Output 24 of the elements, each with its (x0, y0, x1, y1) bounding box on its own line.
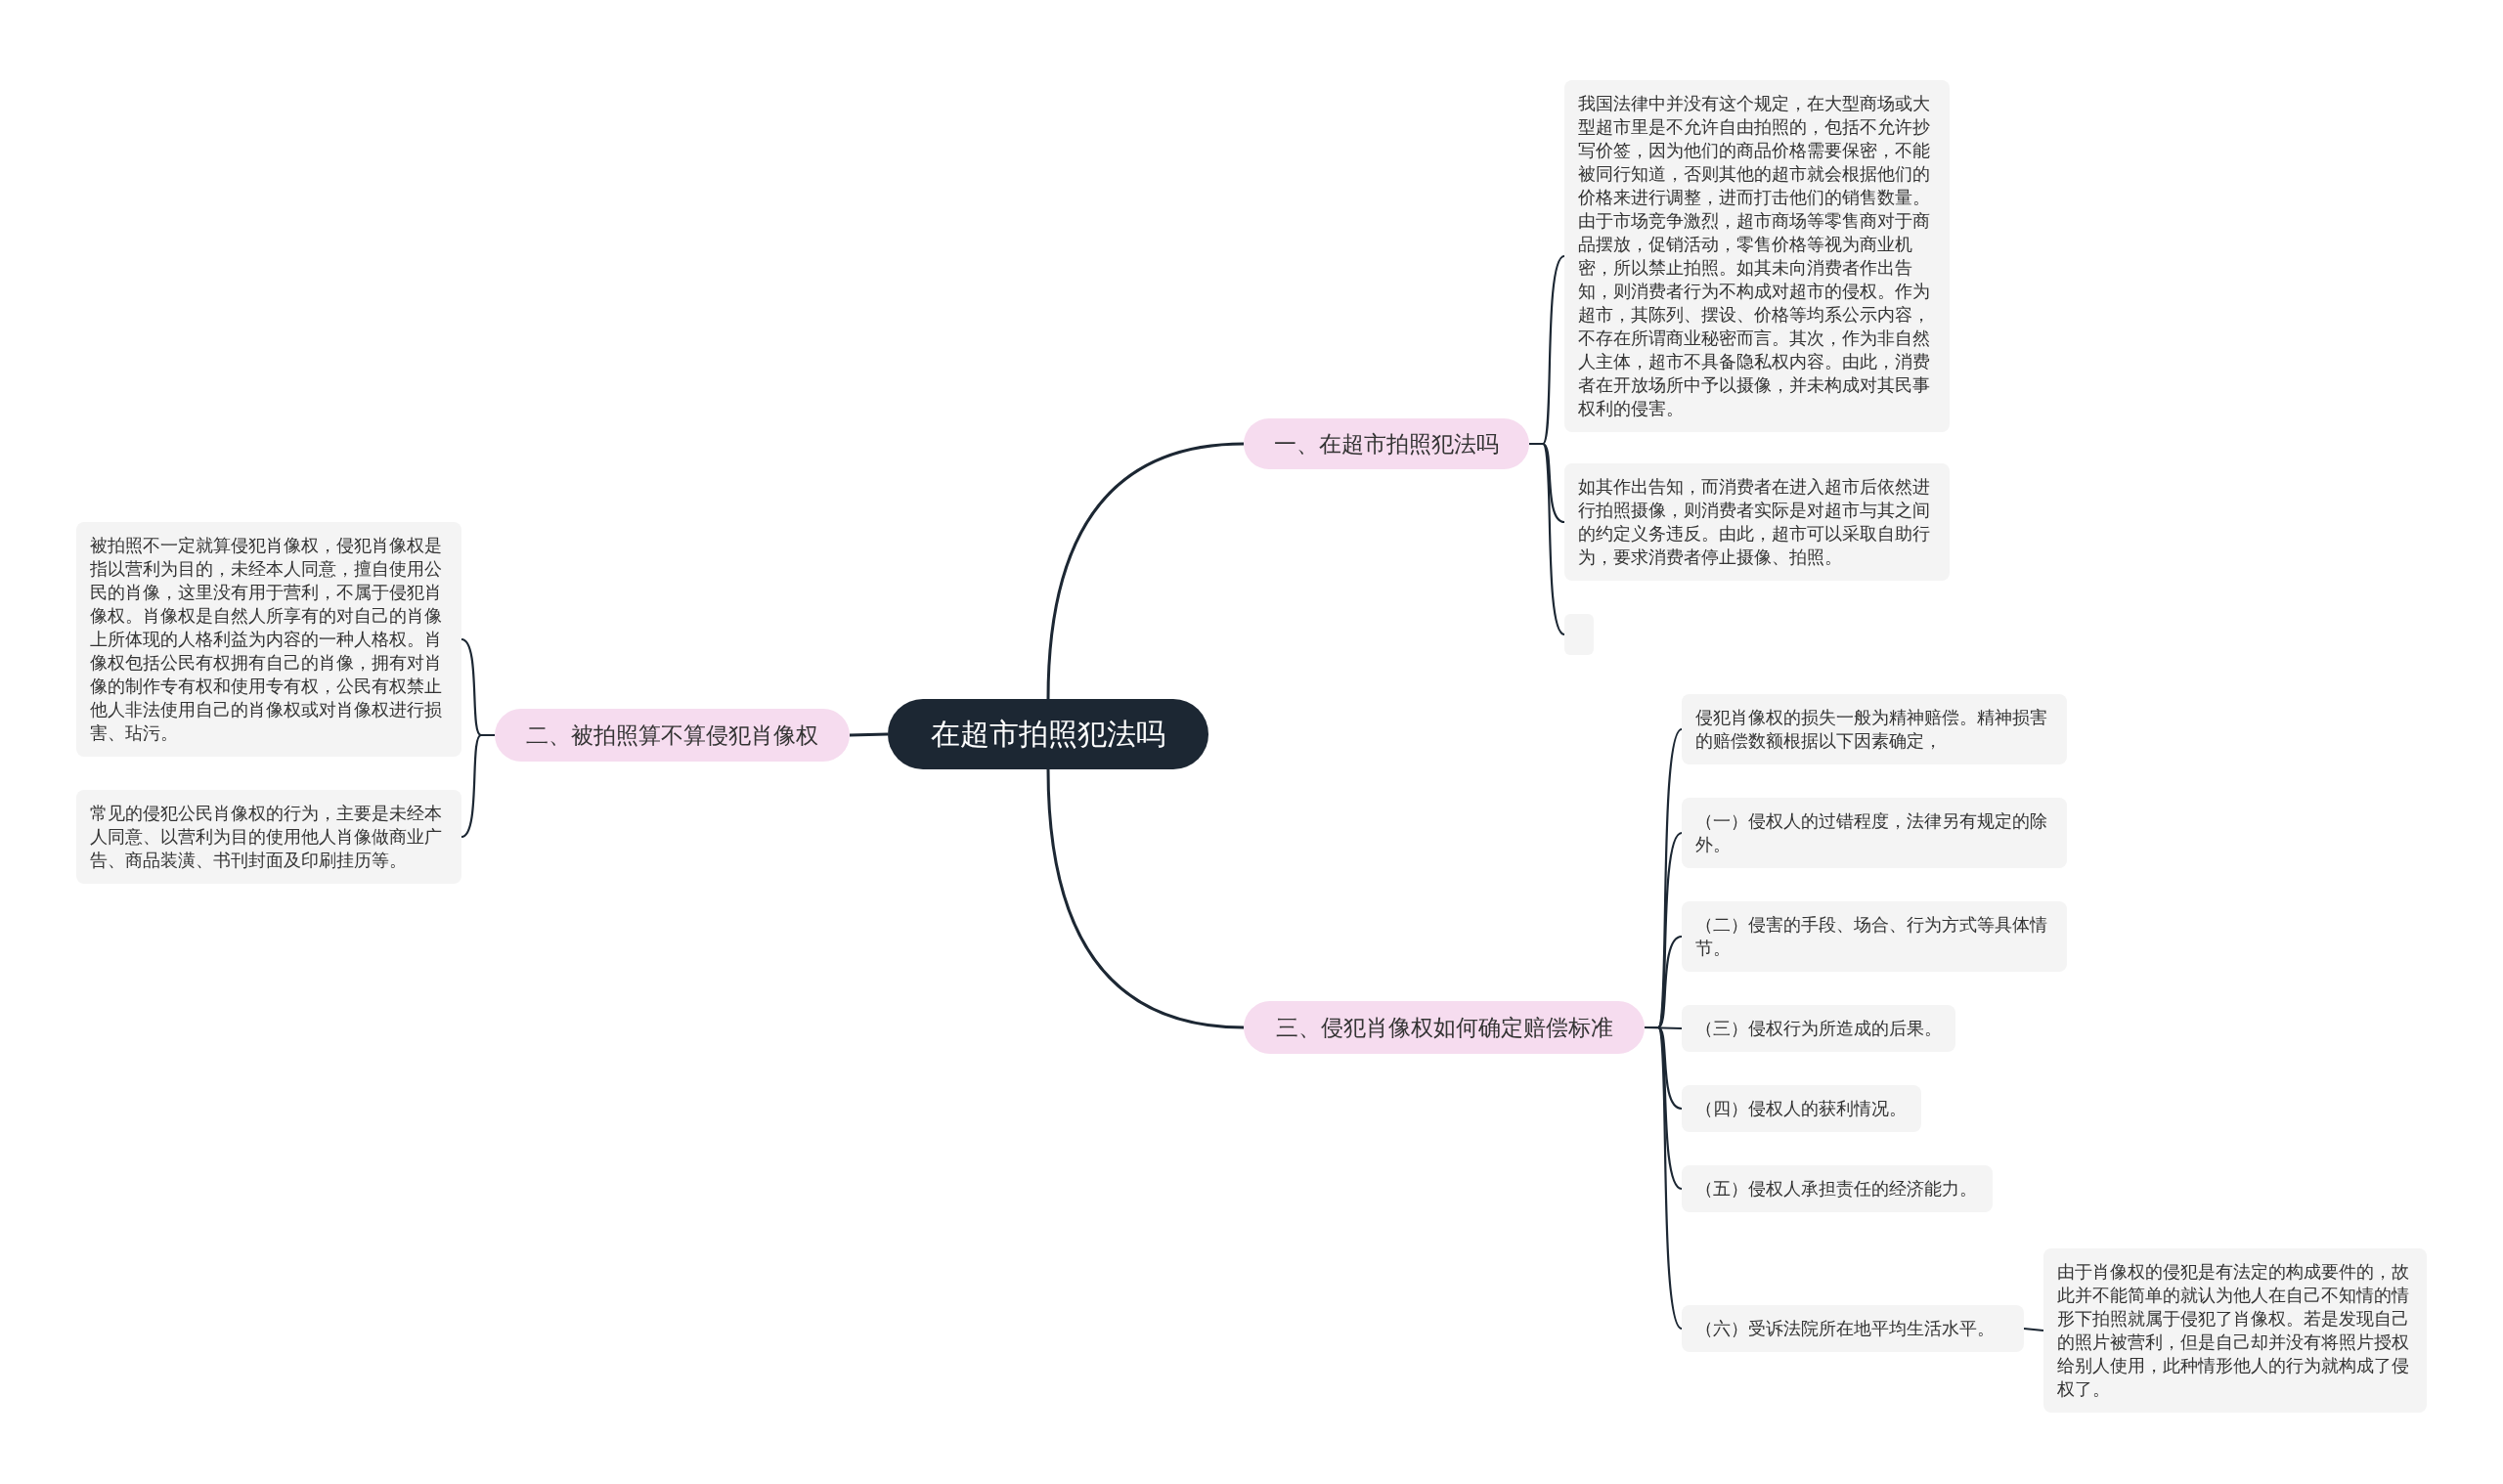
connector-line (1046, 768, 1245, 1029)
text-card: 由于肖像权的侵犯是有法定的构成要件的，故此并不能简单的就认为他人在自己不知情的情形下拍照就属于侵犯了肖像权。若是发现自己的照片被营利，但是自己却并没有将照片授权给别人使用，此种情形他人的行为就构成了侵权了。 (2043, 1248, 2427, 1413)
connector-line (1645, 1026, 1683, 1330)
connector-line (849, 732, 889, 737)
text-card: 侵犯肖像权的损失一般为精神赔偿。精神损害的赔偿数额根据以下因素确定， (1682, 694, 2067, 764)
branch-topic: 一、在超市拍照犯法吗 (1244, 418, 1529, 469)
connector-line (2023, 1327, 2044, 1332)
text-card: （三）侵权行为所造成的后果。 (1682, 1005, 1955, 1052)
branch-topic: 三、侵犯肖像权如何确定赔偿标准 (1244, 1001, 1645, 1054)
text-card: （一）侵权人的过错程度，法律另有规定的除外。 (1682, 798, 2067, 868)
text-card: 被拍照不一定就算侵犯肖像权，侵犯肖像权是指以营利为目的，未经本人同意，擅自使用公民的肖像，这里没有用于营利，不属于侵犯肖像权。肖像权是自然人所享有的对自己的肖像上所体现的人格利益为内容的一种人格权。肖像权包括公民有权拥有自己的肖像，拥有对肖像的制作专有权和使用专有权，公民有权禁止他人非法使用自己的肖像权或对肖像权进行损害、玷污。 (76, 522, 461, 757)
text-card: （四）侵权人的获利情况。 (1682, 1085, 1921, 1132)
connector-line (1046, 442, 1245, 700)
empty-card (1564, 614, 1594, 655)
text-card: （五）侵权人承担责任的经济能力。 (1682, 1165, 1993, 1212)
text-card: （二）侵害的手段、场合、行为方式等具体情节。 (1682, 901, 2067, 972)
connector-line (1529, 442, 1565, 635)
text-card: （六）受诉法院所在地平均生活水平。 (1682, 1305, 2024, 1352)
text-card: 如其作出告知，而消费者在进入超市后依然进行拍照摄像，则消费者实际是对超市与其之间的约定义务违反。由此，超市可以采取自助行为，要求消费者停止摄像、拍照。 (1564, 463, 1950, 581)
connector-line (461, 733, 495, 838)
branch-topic: 二、被拍照算不算侵犯肖像权 (495, 709, 850, 762)
central-topic: 在超市拍照犯法吗 (888, 699, 1208, 769)
text-card: 常见的侵犯公民肖像权的行为，主要是未经本人同意、以营利为目的使用他人肖像做商业广告、商品装潢、书刊封面及印刷挂历等。 (76, 790, 461, 884)
text-card: 我国法律中并没有这个规定，在大型商场或大型超市里是不允许自由拍照的，包括不允许抄写价签，因为他们的商品价格需要保密，不能被同行知道，否则其他的超市就会根据他们的价格来进行调整，进而打击他们的销售数量。由于市场竞争激烈，超市商场等零售商对于商品摆放，促销活动，零售价格等视为商业机密，所以禁止拍照。如其未向消费者作出告知，则消费者行为不构成对超市的侵权。作为超市，其陈列、摆设、价格等均系公示内容，不存在所谓商业秘密而言。其次，作为非自然人主体，超市不具备隐私权内容。由此，消费者在开放场所中予以摄像，并未构成对其民事权利的侵害。 (1564, 80, 1950, 432)
